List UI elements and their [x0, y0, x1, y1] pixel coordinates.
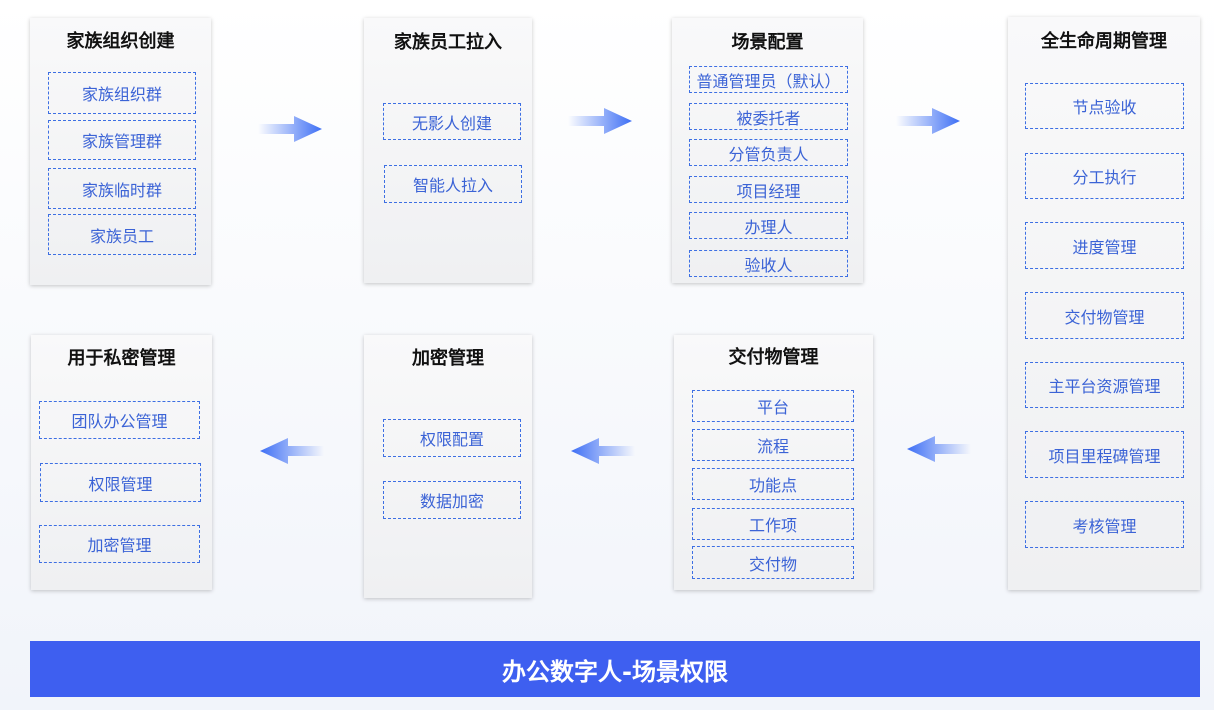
list-item: 交付物 [692, 546, 854, 579]
list-item: 家族员工 [48, 214, 196, 255]
list-item: 办理人 [689, 212, 848, 239]
list-item: 分管负责人 [689, 139, 848, 166]
card-title: 交付物管理 [728, 347, 819, 368]
list-item: 智能人拉入 [384, 165, 522, 203]
card-title: 加密管理 [412, 348, 484, 369]
card-lifecycle: 全生命周期管理 节点验收 分工执行 进度管理 交付物管理 主平台资源管理 项目里… [1008, 17, 1200, 590]
list-item: 项目里程碑管理 [1025, 431, 1184, 478]
banner-title: 办公数字人-场景权限 [30, 641, 1200, 697]
list-item: 数据加密 [383, 481, 521, 519]
list-item: 主平台资源管理 [1025, 362, 1184, 408]
card-deliverable: 交付物管理 平台 流程 功能点 工作项 交付物 [674, 335, 873, 590]
list-item: 家族管理群 [48, 120, 196, 160]
list-item: 平台 [692, 390, 854, 422]
card-private: 用于私密管理 团队办公管理 权限管理 加密管理 [31, 335, 212, 590]
list-item: 家族组织群 [48, 72, 196, 114]
arrow-right-icon [258, 116, 322, 142]
card-title: 家族组织创建 [66, 31, 175, 52]
list-item: 工作项 [692, 508, 854, 540]
list-item: 节点验收 [1025, 83, 1184, 129]
list-item: 权限配置 [383, 419, 521, 457]
list-item: 进度管理 [1025, 222, 1184, 269]
list-item: 加密管理 [39, 525, 200, 563]
list-item: 被委托者 [689, 103, 848, 130]
list-item: 普通管理员（默认） [689, 66, 848, 93]
list-item: 分工执行 [1025, 153, 1184, 199]
card-title: 家族员工拉入 [394, 32, 502, 53]
list-item: 功能点 [692, 468, 854, 500]
card-title: 用于私密管理 [67, 348, 176, 369]
list-item: 交付物管理 [1025, 292, 1184, 339]
list-item: 团队办公管理 [39, 401, 200, 439]
arrow-left-icon [907, 436, 971, 462]
card-encrypt: 加密管理 权限配置 数据加密 [364, 335, 532, 598]
list-item: 流程 [692, 429, 854, 461]
list-item: 家族临时群 [48, 168, 196, 209]
list-item: 考核管理 [1025, 501, 1184, 548]
card-title: 全生命周期管理 [1041, 31, 1167, 52]
card-family-org: 家族组织创建 家族组织群 家族管理群 家族临时群 家族员工 [30, 18, 211, 285]
arrow-left-icon [571, 438, 635, 464]
list-item: 无影人创建 [383, 103, 521, 140]
list-item: 项目经理 [689, 176, 848, 203]
card-staff-pull: 家族员工拉入 无影人创建 智能人拉入 [364, 18, 532, 283]
arrow-left-icon [260, 438, 324, 464]
arrow-right-icon [896, 108, 960, 134]
card-scene-config: 场景配置 普通管理员（默认） 被委托者 分管负责人 项目经理 办理人 验收人 [672, 18, 863, 283]
list-item: 验收人 [689, 250, 848, 277]
card-title: 场景配置 [731, 32, 804, 53]
arrow-right-icon [568, 108, 632, 134]
list-item: 权限管理 [40, 463, 201, 502]
